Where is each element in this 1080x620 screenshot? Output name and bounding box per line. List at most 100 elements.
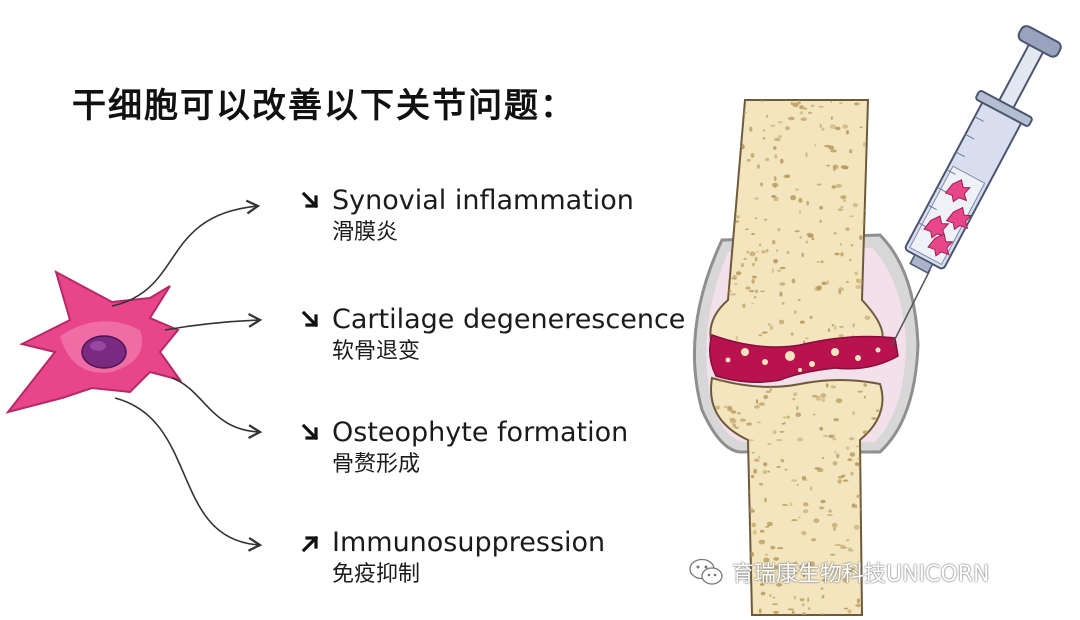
bone-pore xyxy=(837,208,844,212)
bone-pore xyxy=(760,290,766,293)
bone-pore xyxy=(803,509,809,514)
effect-osteophyte-formation: Osteophyte formation 骨赘形成 xyxy=(300,416,628,480)
bone-pore xyxy=(843,607,849,610)
bone-pore xyxy=(773,176,777,182)
bone-pore xyxy=(819,123,822,129)
bone-pore xyxy=(840,206,844,208)
bone-pore xyxy=(762,136,766,140)
bone-pore xyxy=(849,452,856,457)
bone-pore xyxy=(754,256,758,262)
bone-pore xyxy=(835,453,840,459)
bone-pore xyxy=(894,102,896,104)
bone-pore xyxy=(767,470,770,473)
bone-pore xyxy=(737,121,743,125)
down-right-arrow-icon xyxy=(301,191,319,209)
bone-pore xyxy=(884,526,886,528)
bone-pore xyxy=(751,275,757,279)
bone-pore xyxy=(726,210,732,213)
bone-pore xyxy=(805,337,809,340)
bone-pore xyxy=(862,430,868,434)
bone-pore xyxy=(791,610,795,615)
bone-pore xyxy=(802,572,806,578)
bone-pore xyxy=(710,229,717,234)
bone-pore xyxy=(877,604,883,607)
bone-pore xyxy=(862,142,866,147)
effect-synovial-inflammation: Synovial inflammation 滑膜炎 xyxy=(300,184,634,248)
bone-pore xyxy=(764,497,767,503)
bone-pore xyxy=(799,236,802,239)
watermark-text: 育瑞康生物科技UNICORN xyxy=(732,562,990,587)
bone-pore xyxy=(710,186,714,190)
arrow-to-osteophyte xyxy=(171,377,263,439)
bone-pore xyxy=(739,418,747,422)
bone-pore xyxy=(876,462,880,465)
bone-pore xyxy=(764,157,770,162)
bone-pore xyxy=(751,302,754,305)
bone-pore xyxy=(797,100,801,105)
bone-pore xyxy=(853,102,860,106)
bone-pore xyxy=(749,126,753,132)
bone-pore xyxy=(745,286,751,290)
bone-pore xyxy=(854,504,858,509)
bone-pore xyxy=(785,126,790,131)
bone-pore xyxy=(727,101,731,107)
bone-pore xyxy=(735,220,740,223)
bone-pore xyxy=(837,479,842,484)
bone-pore xyxy=(889,508,892,513)
bone-pore xyxy=(886,123,890,128)
bone-pore xyxy=(868,493,872,496)
bone-pore xyxy=(734,215,741,219)
bone-pore xyxy=(870,201,873,207)
bone-pore xyxy=(767,323,771,326)
bone-pore xyxy=(839,325,844,328)
bone-pore xyxy=(727,405,733,410)
bone-pore xyxy=(843,199,846,203)
bone-pore xyxy=(869,512,875,515)
bone-pore xyxy=(724,172,729,177)
bone-pore xyxy=(766,521,773,527)
bone-pore xyxy=(724,132,728,138)
bone-pore xyxy=(717,492,724,497)
bone-pore xyxy=(753,458,760,462)
bone-pore xyxy=(802,612,807,615)
bone-pore xyxy=(887,100,891,104)
bone-pore xyxy=(807,233,814,238)
bone-pore xyxy=(859,235,863,240)
bone-pore xyxy=(864,458,872,463)
bone-pore xyxy=(854,271,858,276)
bone-pore xyxy=(866,215,873,219)
bone-pore xyxy=(728,218,734,222)
bone-pore xyxy=(748,289,755,293)
bone-pore xyxy=(872,550,877,556)
bone-pore xyxy=(828,434,833,438)
bone-pore xyxy=(871,204,874,207)
bone-pore xyxy=(845,539,850,542)
bone-pore xyxy=(713,107,721,111)
bone-pore xyxy=(763,218,768,221)
bone-pore xyxy=(714,538,722,542)
bone-pore xyxy=(807,111,813,114)
bone-pore xyxy=(792,397,796,401)
bone-pore xyxy=(780,459,785,463)
bone-pore xyxy=(870,138,873,144)
bone-pore xyxy=(864,315,871,320)
bone-pore xyxy=(718,161,723,165)
bone-pore xyxy=(877,208,883,212)
bone-pore xyxy=(751,278,755,284)
bone-pore xyxy=(769,386,772,392)
bone-pore xyxy=(816,260,821,263)
bone-pore xyxy=(875,409,881,413)
bone-pore xyxy=(799,320,805,324)
bone-pore xyxy=(828,509,832,513)
bone-pore xyxy=(856,494,862,498)
bone-pore xyxy=(820,393,827,398)
bone-pore xyxy=(875,230,882,233)
bone-pore xyxy=(763,462,768,467)
bone-pore xyxy=(721,514,726,517)
bone-pore xyxy=(877,544,883,549)
bone-pore xyxy=(784,468,788,471)
bone-pore xyxy=(770,545,776,550)
bone-pore xyxy=(781,503,789,507)
bone-pore xyxy=(710,130,715,134)
